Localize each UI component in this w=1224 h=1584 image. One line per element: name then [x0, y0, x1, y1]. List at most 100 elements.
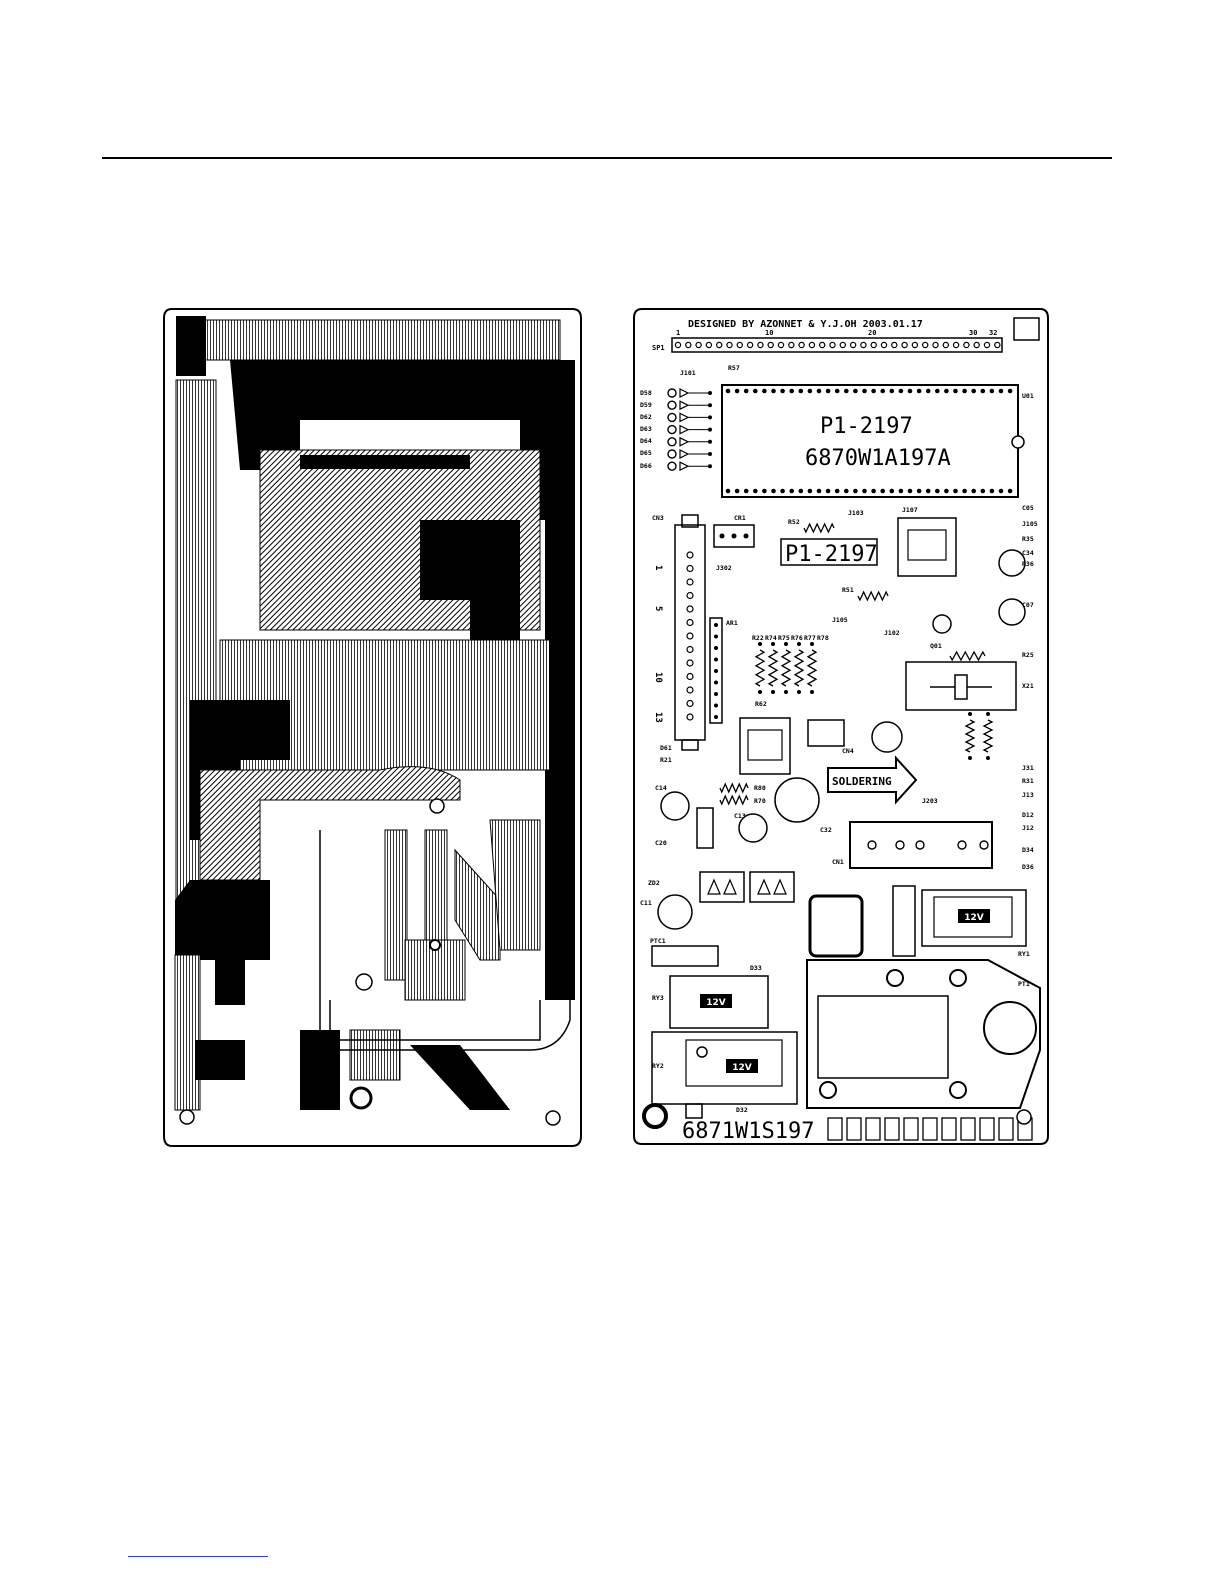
relay-ry1: 12V — [921, 889, 1027, 947]
ref-label: PT1 — [1018, 980, 1030, 988]
capacitor-c13b — [738, 813, 768, 843]
ref-label: C13 — [734, 812, 746, 820]
ref-label: J13 — [1022, 791, 1034, 799]
ref-label: D64 — [640, 437, 652, 445]
ref-label: R57 — [728, 364, 740, 372]
ref-label: J105 — [832, 616, 848, 624]
svg-text:1: 1 — [653, 565, 663, 570]
ref-label: J12 — [1022, 824, 1034, 832]
ref-label: CN4 — [842, 747, 854, 755]
ref-label: CR1 — [734, 514, 746, 522]
ref-label: PTC1 — [650, 937, 666, 945]
ref-label: R70 — [754, 797, 766, 805]
ref-label: R21 — [660, 756, 672, 764]
top-pin-header: SP1 1 10 20 30 32 — [652, 329, 1003, 353]
ref-label: J101 — [680, 369, 696, 377]
capacitor-c32 — [871, 721, 903, 753]
top-rule — [102, 157, 1112, 159]
ref-label: D65 — [640, 449, 652, 457]
ref-label: R80 — [754, 784, 766, 792]
capacitor-c34 — [998, 549, 1026, 577]
ref-label: J102 — [884, 629, 900, 637]
ref-label: D61 — [660, 744, 672, 752]
ref-label: D33 — [750, 964, 762, 972]
ref-label: C32 — [820, 826, 832, 834]
ref-label: J107 — [902, 506, 918, 514]
svg-text:1: 1 — [676, 329, 680, 337]
capacitor-c11 — [657, 894, 693, 930]
relay-rz3: 12V — [669, 975, 769, 1029]
ref-label: R78 — [817, 634, 829, 642]
ref-label: J103 — [848, 509, 864, 517]
ref-label: J302 — [716, 564, 732, 572]
ref-label: U01 — [1022, 392, 1034, 400]
ref-label: RY3 — [652, 994, 664, 1002]
svg-text:20: 20 — [868, 329, 876, 337]
ref-label: R51 — [842, 586, 854, 594]
ref-label: R36 — [1022, 560, 1034, 568]
connector-cn3: 1 5 10 13 — [653, 514, 706, 751]
ref-label: D63 — [640, 425, 652, 433]
ref-label: J105 — [1022, 520, 1038, 528]
soldering-arrow: SOLDERING — [827, 755, 918, 805]
capacitor-c14 — [660, 791, 690, 821]
copper-top-header — [176, 316, 561, 376]
fuse-holder — [808, 894, 864, 958]
svg-text:10: 10 — [765, 329, 773, 337]
ref-label: R75 — [778, 634, 790, 642]
ref-label: D59 — [640, 401, 652, 409]
ref-label: R31 — [1022, 777, 1034, 785]
regulator-u04 — [739, 717, 791, 775]
ref-label: RY1 — [1018, 950, 1030, 958]
svg-text:SOLDERING: SOLDERING — [832, 775, 892, 788]
ref-label: D62 — [640, 413, 652, 421]
transformer-pt1 — [806, 959, 1041, 1109]
ref-label: ZD2 — [648, 879, 660, 887]
svg-text:12V: 12V — [964, 913, 984, 923]
ptc1 — [651, 945, 719, 967]
capacitor-c13 — [774, 777, 820, 823]
resistor-array-ar1 — [709, 617, 723, 724]
component-j107 — [897, 517, 957, 577]
ref-label: J203 — [922, 797, 938, 805]
ref-label: CN3 — [652, 514, 664, 522]
bottom-link-underline — [128, 1556, 268, 1557]
ref-label: R35 — [1022, 535, 1034, 543]
ref-label: J31 — [1022, 764, 1034, 772]
ref-label: R52 — [788, 518, 800, 526]
board-code: 6871W1S197 — [682, 1119, 814, 1144]
ic-code: 6870W1A197A — [805, 446, 951, 471]
ref-label: C11 — [640, 899, 652, 907]
ref-label: D12 — [1022, 811, 1034, 819]
part-code-label: P1-2197 — [785, 542, 878, 567]
varistor — [892, 885, 916, 957]
ref-label: AR1 — [726, 619, 738, 627]
ref-label: R77 — [804, 634, 816, 642]
mounting-hole — [642, 1103, 668, 1129]
ref-label: R74 — [765, 634, 777, 642]
resonator-cr1 — [713, 524, 755, 548]
ref-label: C20 — [655, 839, 667, 847]
part-code-on-ic: P1-2197 — [820, 414, 913, 439]
relay-ry2: 12V — [651, 1031, 798, 1105]
part-code-label-box — [780, 538, 878, 566]
ref-label: R62 — [755, 700, 767, 708]
ref-label: C34 — [1022, 549, 1034, 557]
ref-label: D34 — [1022, 846, 1034, 854]
ref-label: R25 — [1022, 651, 1034, 659]
ref-label: C07 — [1022, 601, 1034, 609]
designer-note: DESIGNED BY AZONNET & Y.J.OH 2003.01.17 — [688, 319, 923, 330]
svg-text:30: 30 — [969, 329, 977, 337]
ref-label: C05 — [1022, 504, 1034, 512]
ref-label: D66 — [640, 462, 652, 470]
diode-bridges — [699, 871, 795, 903]
ref-label: D58 — [640, 389, 652, 397]
ref-label: CN1 — [832, 858, 844, 866]
connector-cn4 — [807, 719, 845, 747]
svg-text:12V: 12V — [706, 998, 726, 1008]
bottom-pads — [827, 1117, 1033, 1141]
capacitor-c07 — [998, 598, 1026, 626]
transistor-q01 — [932, 614, 952, 634]
resistor-bank — [719, 522, 994, 806]
reference-labels: D58D59D62D63D64D65D66CN3D61R21C14C20ZD2C… — [640, 364, 1038, 1114]
